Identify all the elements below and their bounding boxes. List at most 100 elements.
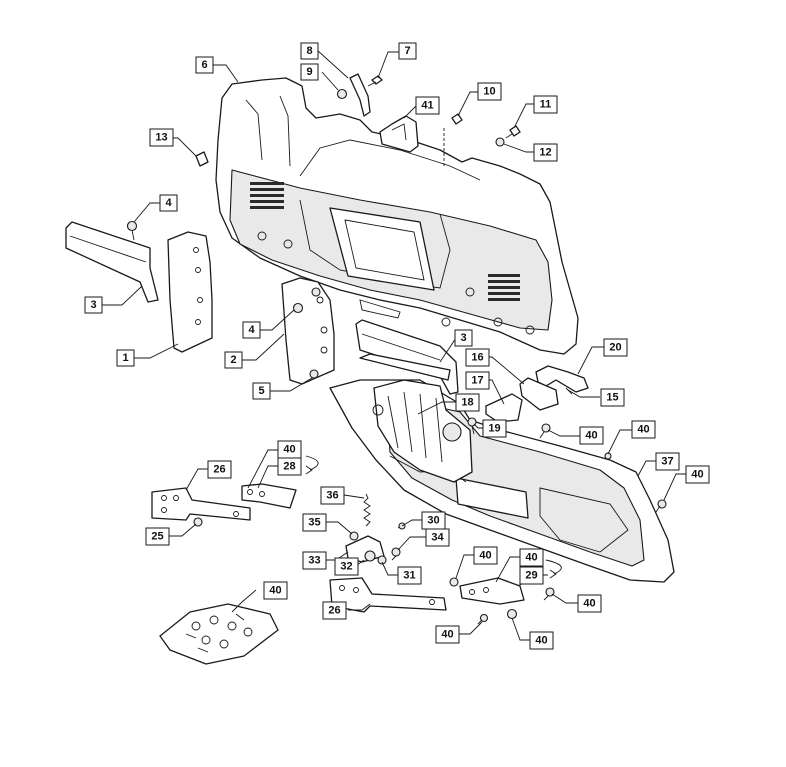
svg-text:34: 34: [431, 532, 444, 544]
svg-text:40: 40: [637, 424, 649, 436]
svg-text:18: 18: [461, 397, 473, 409]
callout-26-left: 26: [207, 460, 232, 479]
callout-4-center: 4: [242, 321, 261, 339]
svg-text:37: 37: [661, 456, 673, 468]
callout-31: 31: [397, 566, 422, 585]
callout-36: 36: [320, 486, 345, 505]
svg-text:40: 40: [691, 469, 703, 481]
callout-9: 9: [300, 63, 319, 81]
svg-text:30: 30: [427, 515, 439, 527]
part-hinge-28: [241, 483, 297, 509]
callout-40-e: 40: [473, 546, 498, 565]
callout-26-bottom: 26: [322, 601, 347, 620]
callout-37: 37: [655, 452, 680, 471]
part-latch-41: [379, 115, 419, 153]
callout-40-f: 40: [519, 548, 544, 567]
svg-text:32: 32: [340, 561, 352, 573]
svg-text:15: 15: [606, 392, 618, 404]
svg-text:40: 40: [525, 552, 537, 564]
callout-30: 30: [421, 511, 446, 530]
callout-29: 29: [519, 566, 544, 585]
svg-text:13: 13: [155, 132, 167, 144]
svg-text:5: 5: [258, 385, 264, 397]
part-rail-3-center: [355, 319, 459, 395]
callout-20: 20: [603, 338, 628, 357]
svg-text:1: 1: [122, 352, 128, 364]
svg-text:3: 3: [460, 332, 466, 344]
part-spring-36: [363, 493, 371, 527]
part-plate-1: [167, 231, 213, 353]
part-body-6: [215, 77, 579, 355]
svg-text:7: 7: [404, 45, 410, 57]
part-nut-40-f: [506, 608, 518, 620]
callout-11: 11: [533, 95, 558, 114]
part-screw-11: [505, 125, 521, 139]
part-bolt-4-center: [292, 287, 321, 314]
svg-text:9: 9: [306, 66, 312, 78]
svg-text:33: 33: [308, 555, 320, 567]
part-bolt-4-left: [126, 220, 138, 241]
part-bracket-17: [485, 393, 523, 423]
svg-text:8: 8: [306, 45, 312, 57]
part-screw-40-c: [655, 499, 667, 513]
callout-32: 32: [334, 557, 359, 576]
svg-text:10: 10: [483, 86, 495, 98]
leader-lines: [102, 49, 686, 641]
svg-text:2: 2: [230, 354, 236, 366]
svg-text:6: 6: [201, 59, 207, 71]
svg-text:40: 40: [585, 430, 597, 442]
callout-3-left: 3: [84, 296, 103, 314]
svg-text:28: 28: [283, 461, 295, 473]
callout-17: 17: [465, 371, 490, 390]
part-screw-40-g: [477, 613, 489, 625]
part-screw-7: [367, 75, 383, 87]
callout-18: 18: [455, 393, 480, 412]
callout-40-j: 40: [529, 631, 554, 650]
part-hinge-26-bottom: [329, 577, 447, 613]
svg-text:20: 20: [609, 342, 621, 354]
callout-13: 13: [149, 128, 174, 147]
part-hinge-26-left: [151, 487, 251, 521]
svg-text:3: 3: [90, 299, 96, 311]
callout-16: 16: [465, 348, 490, 367]
part-bolt-34: [391, 547, 401, 561]
part-bolt-5: [309, 369, 319, 379]
callout-4-left: 4: [159, 194, 178, 212]
svg-text:25: 25: [151, 531, 163, 543]
callout-2: 2: [224, 351, 243, 369]
svg-text:36: 36: [326, 490, 338, 502]
callout-40-d: 40: [685, 465, 710, 484]
svg-text:11: 11: [540, 99, 552, 111]
svg-text:17: 17: [471, 375, 483, 387]
callout-8: 8: [300, 42, 319, 60]
callout-19: 19: [482, 419, 507, 438]
svg-text:41: 41: [421, 100, 433, 112]
rotate-arrow-left: [305, 455, 319, 475]
svg-text:19: 19: [488, 423, 500, 435]
callout-3-center: 3: [454, 329, 473, 347]
callout-33: 33: [302, 551, 327, 570]
part-plate-2: [281, 277, 335, 385]
callout-40-c: 40: [277, 440, 302, 459]
svg-text:31: 31: [403, 570, 415, 582]
part-hardware-bag-40: [159, 603, 279, 665]
svg-text:12: 12: [539, 147, 551, 159]
callouts: 6 8 7 9 10 11 41 12 13 4 3 1 4 2 3 5 20 …: [84, 42, 710, 650]
callout-1: 1: [116, 349, 135, 367]
part-nut-9: [336, 88, 348, 100]
svg-text:40: 40: [441, 629, 453, 641]
part-hinge-29: [459, 577, 525, 605]
callout-12: 12: [533, 143, 558, 162]
callout-41: 41: [415, 96, 440, 115]
callout-10: 10: [477, 82, 502, 101]
callout-5: 5: [252, 382, 271, 400]
part-bracket-16: [519, 377, 559, 411]
svg-text:40: 40: [583, 598, 595, 610]
svg-text:4: 4: [248, 324, 255, 336]
svg-text:4: 4: [165, 197, 172, 209]
part-strip-8: [349, 73, 371, 117]
callout-40-b: 40: [631, 420, 656, 439]
svg-text:40: 40: [283, 444, 295, 456]
part-screw-10: [451, 113, 463, 125]
part-nut-31: [377, 555, 387, 565]
